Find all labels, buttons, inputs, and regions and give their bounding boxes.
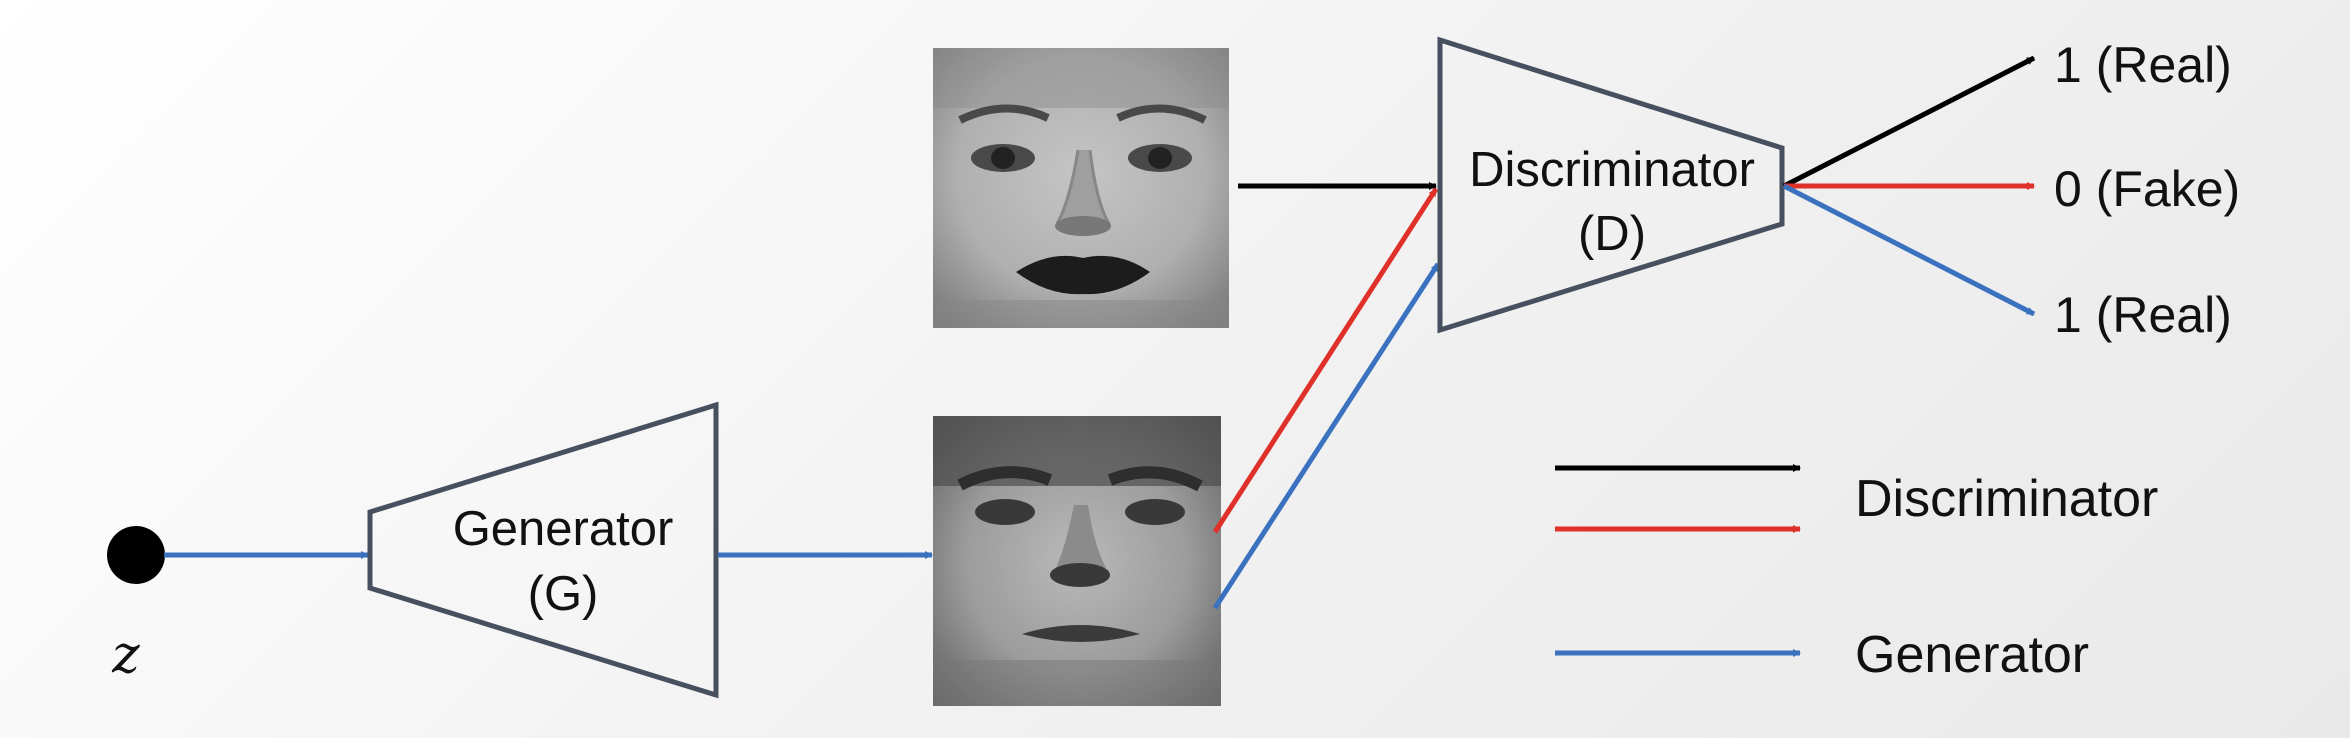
real-face-image <box>933 48 1229 328</box>
discriminator-label: Discriminator <box>1469 143 1755 197</box>
latent-input-dot <box>107 526 165 584</box>
legend: Discriminator Generator <box>1555 464 2158 684</box>
arrow-output-real-bottom <box>1782 183 2036 317</box>
output-label-real-top: 1 (Real) <box>2054 37 2232 93</box>
output-label-real-bottom: 1 (Real) <box>2054 287 2232 343</box>
arrow-fake-to-discriminator-red <box>1212 187 1439 534</box>
arrow-output-real-top <box>1782 55 2036 189</box>
arrow-fake-to-discriminator-blue <box>1212 262 1441 610</box>
generator-label-abbrev: (G) <box>528 567 599 621</box>
output-label-fake: 0 (Fake) <box>2054 161 2240 217</box>
legend-label-generator: Generator <box>1855 626 2089 684</box>
legend-label-discriminator: Discriminator <box>1855 470 2158 528</box>
generator-label: Generator <box>453 502 674 556</box>
latent-input-label: z <box>111 625 140 685</box>
discriminator-label-abbrev: (D) <box>1578 207 1646 261</box>
generated-face-image <box>933 416 1221 706</box>
discriminator-block <box>1437 36 1785 334</box>
generator-block <box>367 401 719 699</box>
